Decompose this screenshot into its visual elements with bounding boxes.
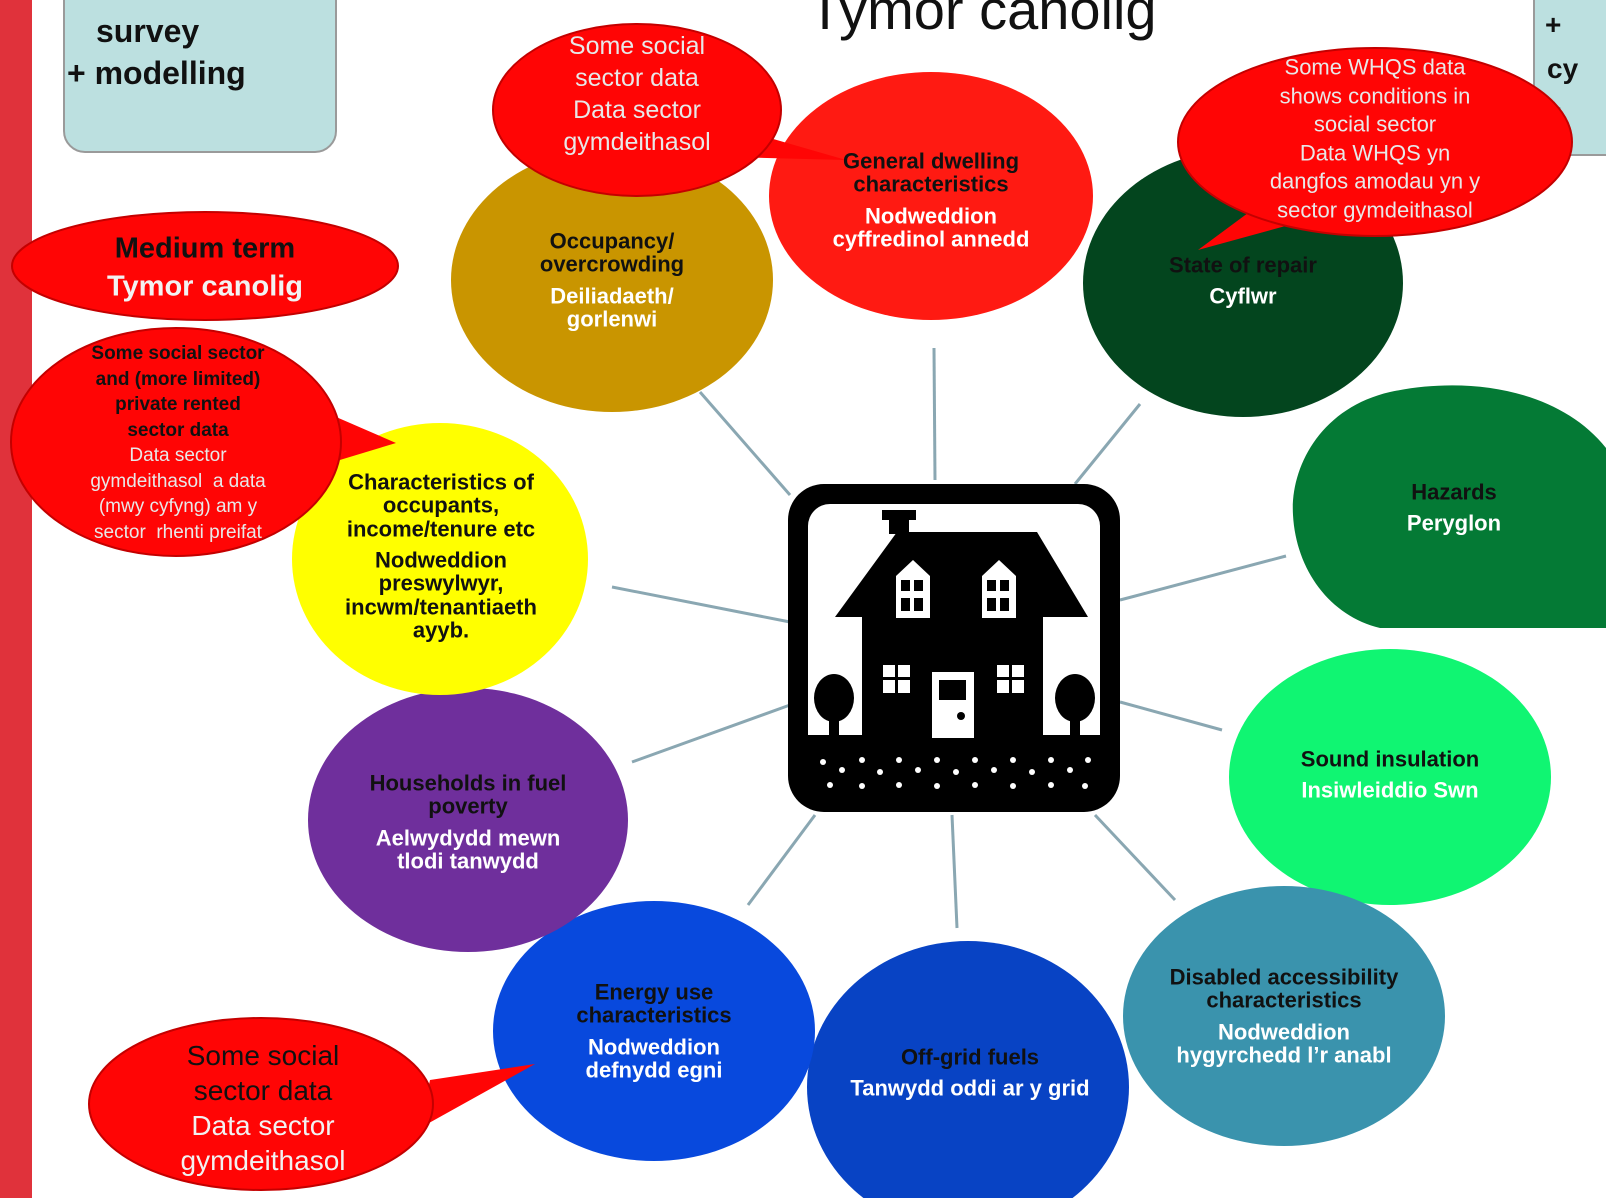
node-offgrid-en: Off-grid fuels xyxy=(900,1044,1040,1070)
callout-top-social-l1: Some social xyxy=(568,32,706,60)
right-box-line1: + xyxy=(1545,9,1562,40)
node-occupants-label: Characteristics of occupants, income/ten… xyxy=(326,470,556,641)
node-offgrid-circle xyxy=(807,941,1129,1198)
node-disabled-cy: Nodweddion hygyrchedd l’r anabl xyxy=(1176,1019,1392,1068)
node-disabled-circle xyxy=(1123,886,1445,1146)
term-badge-cy: Tymor canolig xyxy=(106,270,304,302)
node-hazards-cy: Peryglon xyxy=(1406,511,1502,536)
callout-bottom-social-shape xyxy=(88,1017,535,1191)
node-disabled-label: Disabled accessibility characteristics N… xyxy=(1169,965,1399,1066)
node-general-cy: Nodweddion cyffredinol annedd xyxy=(832,203,1030,252)
node-sound-cy: Insiwleiddio Swn xyxy=(1301,778,1479,803)
callout-bottom-social-l4: gymdeithasol xyxy=(180,1145,346,1176)
callout-top-social-shape xyxy=(492,23,846,197)
node-fuelpoverty-cy: Aelwydydd mewn tlodi tanwydd xyxy=(375,825,561,874)
callout-whqs-l5: dangfos amodau yn y xyxy=(1269,168,1481,194)
node-sound-en: Sound insulation xyxy=(1300,746,1480,772)
callout-whqs: Some WHQS data shows conditions in socia… xyxy=(1270,54,1480,225)
node-general-circle xyxy=(769,72,1093,320)
node-energy-circle xyxy=(493,901,815,1161)
callout-bottom-social: Some social sector data Data sector gymd… xyxy=(181,1038,346,1178)
callout-bottom-social-l2: sector data xyxy=(193,1075,333,1106)
node-occupancy-en: Occupancy/ overcrowding xyxy=(539,228,685,277)
house-icon xyxy=(788,484,1120,812)
connector-general xyxy=(932,347,937,481)
callout-whqs-l6: sector gymdeithasol xyxy=(1277,197,1473,222)
node-occupants-circle xyxy=(292,423,588,695)
callout-bottom-social-l3: Data sector xyxy=(191,1110,335,1141)
node-energy-en: Energy use characteristics xyxy=(576,979,732,1028)
callout-private-b2: and (more limited) xyxy=(95,368,261,390)
node-general-en: General dwelling characteristics xyxy=(842,148,1020,197)
node-occupants-cy: Nodweddion preswylwyr, incwm/tenantiaeth… xyxy=(345,547,537,643)
node-energy-cy: Nodweddion defnydd egni xyxy=(585,1034,723,1083)
node-sound-label: Sound insulation Insiwleiddio Swn xyxy=(1300,746,1480,803)
callout-whqs-shape xyxy=(1177,47,1573,250)
callout-whqs-l3: social sector xyxy=(1313,111,1437,137)
node-repair-en: State of repair xyxy=(1169,252,1317,278)
left-info-box: survey + modelling xyxy=(63,0,337,153)
term-badge-shape xyxy=(11,211,399,321)
connector-occupancy xyxy=(698,391,792,496)
node-occupancy-cy: Deiliadaeth/ gorlenwi xyxy=(550,283,674,332)
callout-whqs-l2: shows conditions in xyxy=(1279,83,1471,108)
node-offgrid-label: Off-grid fuels Tanwydd oddi ar y grid xyxy=(850,1044,1090,1101)
term-badge-en: Medium term xyxy=(114,232,296,265)
callout-private-l2: gymdeithasol a data xyxy=(90,470,266,492)
node-hazards-label: Hazards Peryglon xyxy=(1406,479,1502,536)
connector-disabled xyxy=(1093,813,1177,902)
term-badge: Medium term Tymor canolig xyxy=(107,230,303,305)
connector-hazards xyxy=(1119,554,1287,602)
left-box-line2: + modelling xyxy=(67,55,246,91)
node-hazards-circle xyxy=(1292,385,1606,628)
connector-fuelpoverty xyxy=(631,703,791,764)
node-hazards-en: Hazards xyxy=(1411,479,1497,505)
node-general-label: General dwelling characteristics Nodwedd… xyxy=(816,149,1046,250)
callout-whqs-l4: Data WHQS yn xyxy=(1299,140,1451,165)
connector-lines xyxy=(611,347,1287,929)
connector-energy xyxy=(746,814,817,906)
callout-whqs-l1: Some WHQS data xyxy=(1284,54,1466,80)
node-occupancy-circle xyxy=(451,148,773,412)
node-fuelpoverty-en: Households in fuel poverty xyxy=(369,770,567,819)
callout-top-social: Some social sector data Data sector gymd… xyxy=(563,30,710,158)
callout-private-shape xyxy=(10,327,396,557)
node-sound-circle xyxy=(1229,649,1551,905)
callout-top-social-l2: sector data xyxy=(575,64,699,92)
callout-top-social-l3: Data sector xyxy=(573,96,701,124)
node-fuelpoverty-label: Households in fuel poverty Aelwydydd mew… xyxy=(353,771,583,872)
connector-repair xyxy=(1073,403,1142,485)
right-box-line2: cy xyxy=(1547,53,1579,84)
left-accent-bar xyxy=(0,0,32,1198)
connector-sound xyxy=(1119,700,1223,732)
page-title: Tymor canolig xyxy=(808,0,1157,41)
callout-private-l3: (mwy cyfyng) am y xyxy=(98,496,258,517)
callout-bottom-social-l1: Some social xyxy=(186,1040,340,1071)
callout-private-l4: sector rhenti preifat xyxy=(94,521,262,543)
callout-private-b3: private rented xyxy=(115,394,241,415)
node-repair-label: State of repair Cyflwr xyxy=(1169,252,1317,309)
callout-private-l1: Data sector xyxy=(129,445,227,466)
callout-private: Some social sector and (more limited) pr… xyxy=(90,341,265,545)
node-repair-cy: Cyflwr xyxy=(1209,284,1277,309)
node-disabled-en: Disabled accessibility characteristics xyxy=(1169,964,1399,1013)
callout-private-b4: sector data xyxy=(127,419,229,441)
connector-occupants xyxy=(611,585,791,624)
left-box-line1: survey xyxy=(96,13,200,49)
node-occupancy-label: Occupancy/ overcrowding Deiliadaeth/ gor… xyxy=(517,229,707,330)
callout-private-b1: Some social sector xyxy=(91,343,265,364)
node-energy-label: Energy use characteristics Nodweddion de… xyxy=(559,980,749,1081)
connector-offgrid xyxy=(950,814,959,929)
node-offgrid-cy: Tanwydd oddi ar y grid xyxy=(850,1076,1090,1101)
callout-top-social-l4: gymdeithasol xyxy=(563,128,711,156)
node-occupants-en: Characteristics of occupants, income/ten… xyxy=(346,469,536,542)
node-fuelpoverty-circle xyxy=(308,688,628,952)
